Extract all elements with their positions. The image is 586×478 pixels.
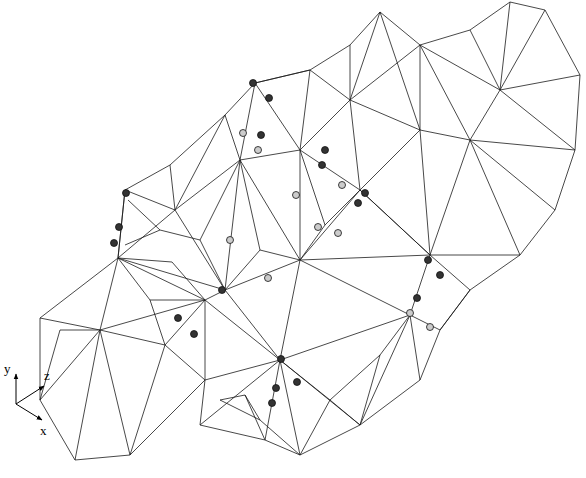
wireframe	[40, 2, 580, 460]
axis-label: z	[44, 369, 50, 382]
axis-triad	[16, 374, 44, 420]
axis-label: x	[40, 424, 47, 437]
marker-points	[111, 80, 444, 407]
axis-label: y	[4, 362, 11, 375]
